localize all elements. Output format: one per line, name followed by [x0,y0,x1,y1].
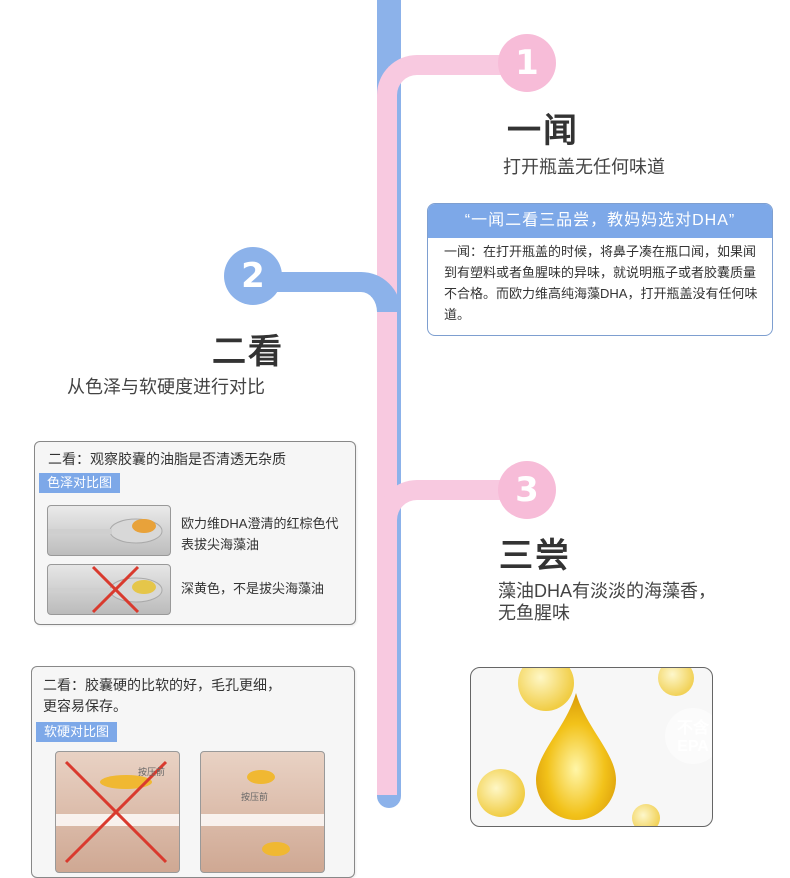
spoon-icon [48,518,163,544]
step-subtitle-1: 打开瓶盖无任何味道 [503,157,665,177]
card2-title-line1: 二看：胶囊硬的比软的好，毛孔更细， [43,677,281,693]
good-oil-photo [47,505,171,556]
card1-row1-label: 欧力维DHA澄清的红棕色代表拔尖海藻油 [181,516,339,552]
hardness-compare-card: 二看：胶囊硬的比软的好，毛孔更细， 更容易保存。 软硬对比图 按压前 按压前 [31,666,355,878]
bad-oil-photo [47,564,171,615]
step-title-2: 二看 [212,333,284,371]
quote-body: 一闻：在打开瓶盖的时候，将鼻子凑在瓶口闻，如果闻到有塑料或者鱼腥味的异味，就说明… [444,244,758,322]
step-title-3: 三尝 [499,537,571,575]
step-subtitle-2: 从色泽与软硬度进行对比 [67,377,265,397]
step-number-3: 3 [498,461,556,519]
capsule-icon [201,770,324,856]
color-compare-card: 二看：观察胶囊的油脂是否清透无杂质 色泽对比图 欧力维DHA澄清的红棕色代表拔尖… [34,441,356,625]
badge-line1: 不含 [676,720,709,737]
press-label-2: 按压前 [241,792,269,802]
cross-icon [48,565,163,614]
step-subtitle-3-line2: 无鱼腥味 [498,603,570,623]
cross-icon [56,760,179,864]
step-number-1: 1 [498,34,556,92]
card1-tag: 色泽对比图 [39,473,121,493]
step-number-2: 2 [224,247,282,305]
timeline-pink-line [377,95,397,795]
no-epa-badge: 不含 EPA [671,720,712,756]
quote-heading: “一闻二看三品尝，教妈妈选对DHA” [428,204,772,238]
soft-capsule-photo: 按压前 [55,751,180,873]
step-title-1: 一闻 [507,112,579,150]
card2-title-line2: 更容易保存。 [43,698,127,714]
press-label-1: 按压前 [138,767,166,777]
hard-capsule-photo: 按压前 [200,751,325,873]
card1-row2-label: 深黄色，不是拔尖海藻油 [181,581,325,596]
badge-line2: EPA [677,738,709,755]
oil-drop-image: 不含 EPA [470,667,713,827]
step-subtitle-3-line1: 藻油DHA有淡淡的海藻香， [498,581,717,601]
quote-box: “一闻二看三品尝，教妈妈选对DHA” 一闻：在打开瓶盖的时候，将鼻子凑在瓶口闻，… [427,203,773,336]
oil-drop-icon [477,668,712,826]
card1-title: 二看：观察胶囊的油脂是否清透无杂质 [48,451,286,467]
card2-tag: 软硬对比图 [36,722,118,742]
